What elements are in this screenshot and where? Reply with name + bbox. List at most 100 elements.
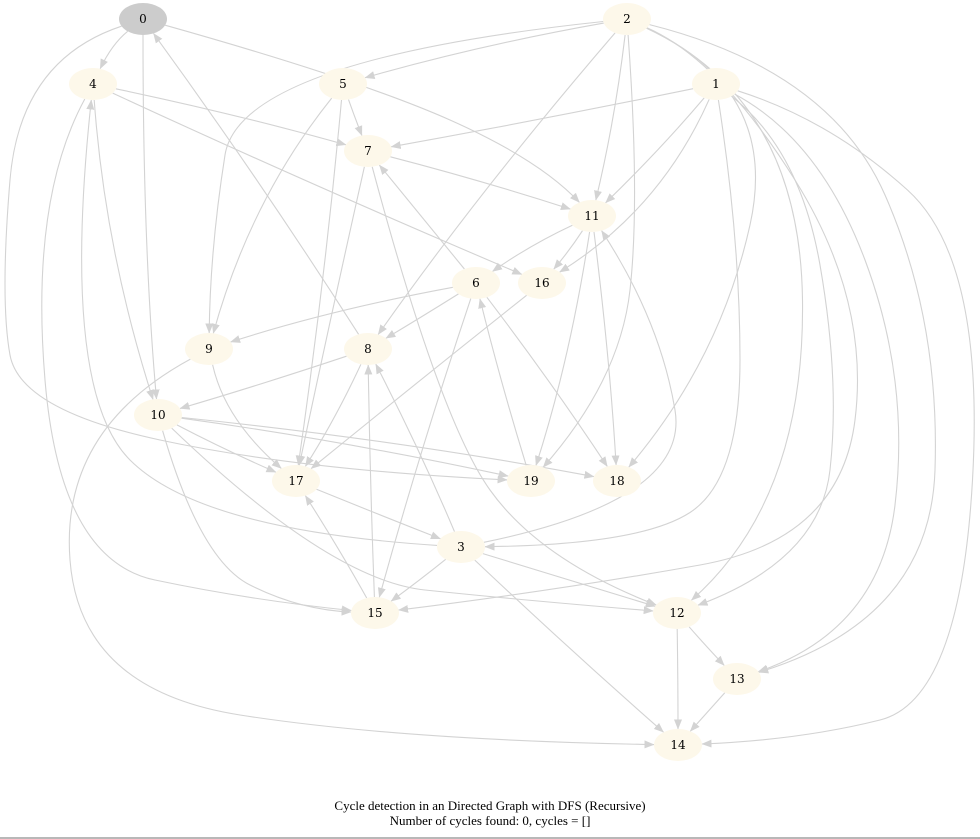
node-7: 7 [344, 135, 392, 167]
node-17-label: 17 [288, 474, 303, 488]
node-4-label: 4 [89, 77, 97, 91]
edge-1-to-11 [605, 97, 705, 204]
edge-1-to-13 [734, 93, 900, 673]
node-6-label: 6 [472, 276, 480, 290]
node-10-ellipse [134, 399, 182, 431]
edge-7-to-12 [371, 166, 657, 606]
node-18-label: 18 [609, 474, 624, 488]
edge-2-to-5 [364, 22, 604, 79]
node-17-ellipse [272, 465, 320, 497]
node-15: 15 [351, 597, 399, 629]
node-11: 11 [568, 200, 616, 232]
edge-3-to-4 [81, 99, 438, 546]
edge-9-to-14 [68, 358, 655, 749]
node-7-label: 7 [364, 144, 372, 158]
edge-2-to-15 [398, 27, 859, 613]
node-3-label: 3 [457, 540, 465, 554]
node-17: 17 [272, 465, 320, 497]
node-18-ellipse [593, 465, 641, 497]
node-6-ellipse [452, 267, 500, 299]
node-19: 19 [507, 465, 555, 497]
caption-result: Number of cycles found: 0, cycles = [] [389, 813, 591, 828]
edge-10-to-15 [162, 430, 352, 616]
node-15-label: 15 [367, 606, 382, 620]
edge-7-to-17 [297, 166, 365, 466]
edge-2-to-12 [646, 27, 804, 601]
edge-17-to-3 [316, 488, 441, 540]
node-0-ellipse [119, 3, 167, 35]
node-1-ellipse [692, 68, 740, 100]
edge-2-to-11 [594, 34, 626, 201]
edge-8-to-0 [153, 32, 360, 335]
edge-2-to-13 [649, 24, 936, 674]
edge-12-to-14 [673, 628, 682, 730]
edge-0-to-10 [142, 34, 160, 400]
node-8-label: 8 [364, 342, 372, 356]
node-9-label: 9 [205, 342, 213, 356]
edge-12-to-13 [688, 626, 725, 666]
node-5: 5 [319, 68, 367, 100]
edge-3-to-15 [390, 558, 447, 602]
graph-caption: Cycle detection in an Directed Graph wit… [0, 798, 980, 828]
node-0: 0 [119, 3, 167, 35]
node-5-ellipse [319, 68, 367, 100]
edge-11-to-19 [535, 231, 591, 466]
edge-15-to-8 [364, 364, 375, 598]
edge-7-to-11 [390, 156, 571, 210]
node-4: 4 [69, 68, 117, 100]
edge-6-to-7 [378, 164, 465, 270]
edge-2-to-18 [628, 27, 757, 468]
edge-1-to-12 [697, 95, 834, 606]
node-12-ellipse [653, 597, 701, 629]
node-13-label: 13 [729, 672, 744, 686]
edge-8-to-10 [179, 355, 347, 410]
edge-11-to-18 [593, 231, 620, 466]
edges-layer [4, 20, 975, 749]
edge-3-to-14 [474, 559, 664, 733]
edge-2-to-8 [377, 32, 616, 335]
edge-6-to-9 [230, 286, 453, 343]
node-3-ellipse [437, 531, 485, 563]
node-7-ellipse [344, 135, 392, 167]
edge-10-to-19 [181, 417, 509, 479]
node-16-ellipse [518, 267, 566, 299]
edge-1-to-14 [701, 90, 975, 748]
node-8-ellipse [344, 333, 392, 365]
edge-1-to-7 [390, 88, 694, 150]
edge-4-to-16 [112, 92, 523, 275]
node-1-label: 1 [712, 77, 720, 91]
edge-2-to-9 [205, 20, 604, 334]
edge-3-to-12 [482, 553, 656, 608]
node-8: 8 [344, 333, 392, 365]
node-4-ellipse [69, 68, 117, 100]
node-2-label: 2 [623, 12, 631, 26]
edge-0-to-11 [164, 24, 580, 203]
edge-3-to-11 [483, 230, 677, 543]
node-13: 13 [713, 663, 761, 695]
node-2-ellipse [603, 3, 651, 35]
edge-1-to-3 [484, 99, 741, 551]
edge-8-to-17 [304, 364, 362, 467]
node-11-ellipse [568, 200, 616, 232]
node-16: 16 [518, 267, 566, 299]
edge-6-to-18 [486, 296, 608, 467]
node-10-label: 10 [150, 408, 165, 422]
edge-4-to-10 [93, 99, 154, 400]
edge-6-to-15 [377, 298, 472, 598]
node-6: 6 [452, 267, 500, 299]
node-14: 14 [654, 729, 702, 761]
bottom-divider [0, 837, 980, 839]
node-5-label: 5 [339, 77, 347, 91]
edge-10-to-12 [171, 427, 654, 615]
edge-16-to-17 [310, 294, 527, 470]
node-16-label: 16 [534, 276, 549, 290]
node-3: 3 [437, 531, 485, 563]
node-2: 2 [603, 3, 651, 35]
node-13-ellipse [713, 663, 761, 695]
edge-3-to-8 [375, 363, 456, 532]
node-9: 9 [185, 333, 233, 365]
edge-11-to-6 [492, 224, 573, 272]
edge-4-to-7 [115, 88, 347, 147]
node-14-label: 14 [670, 738, 686, 752]
